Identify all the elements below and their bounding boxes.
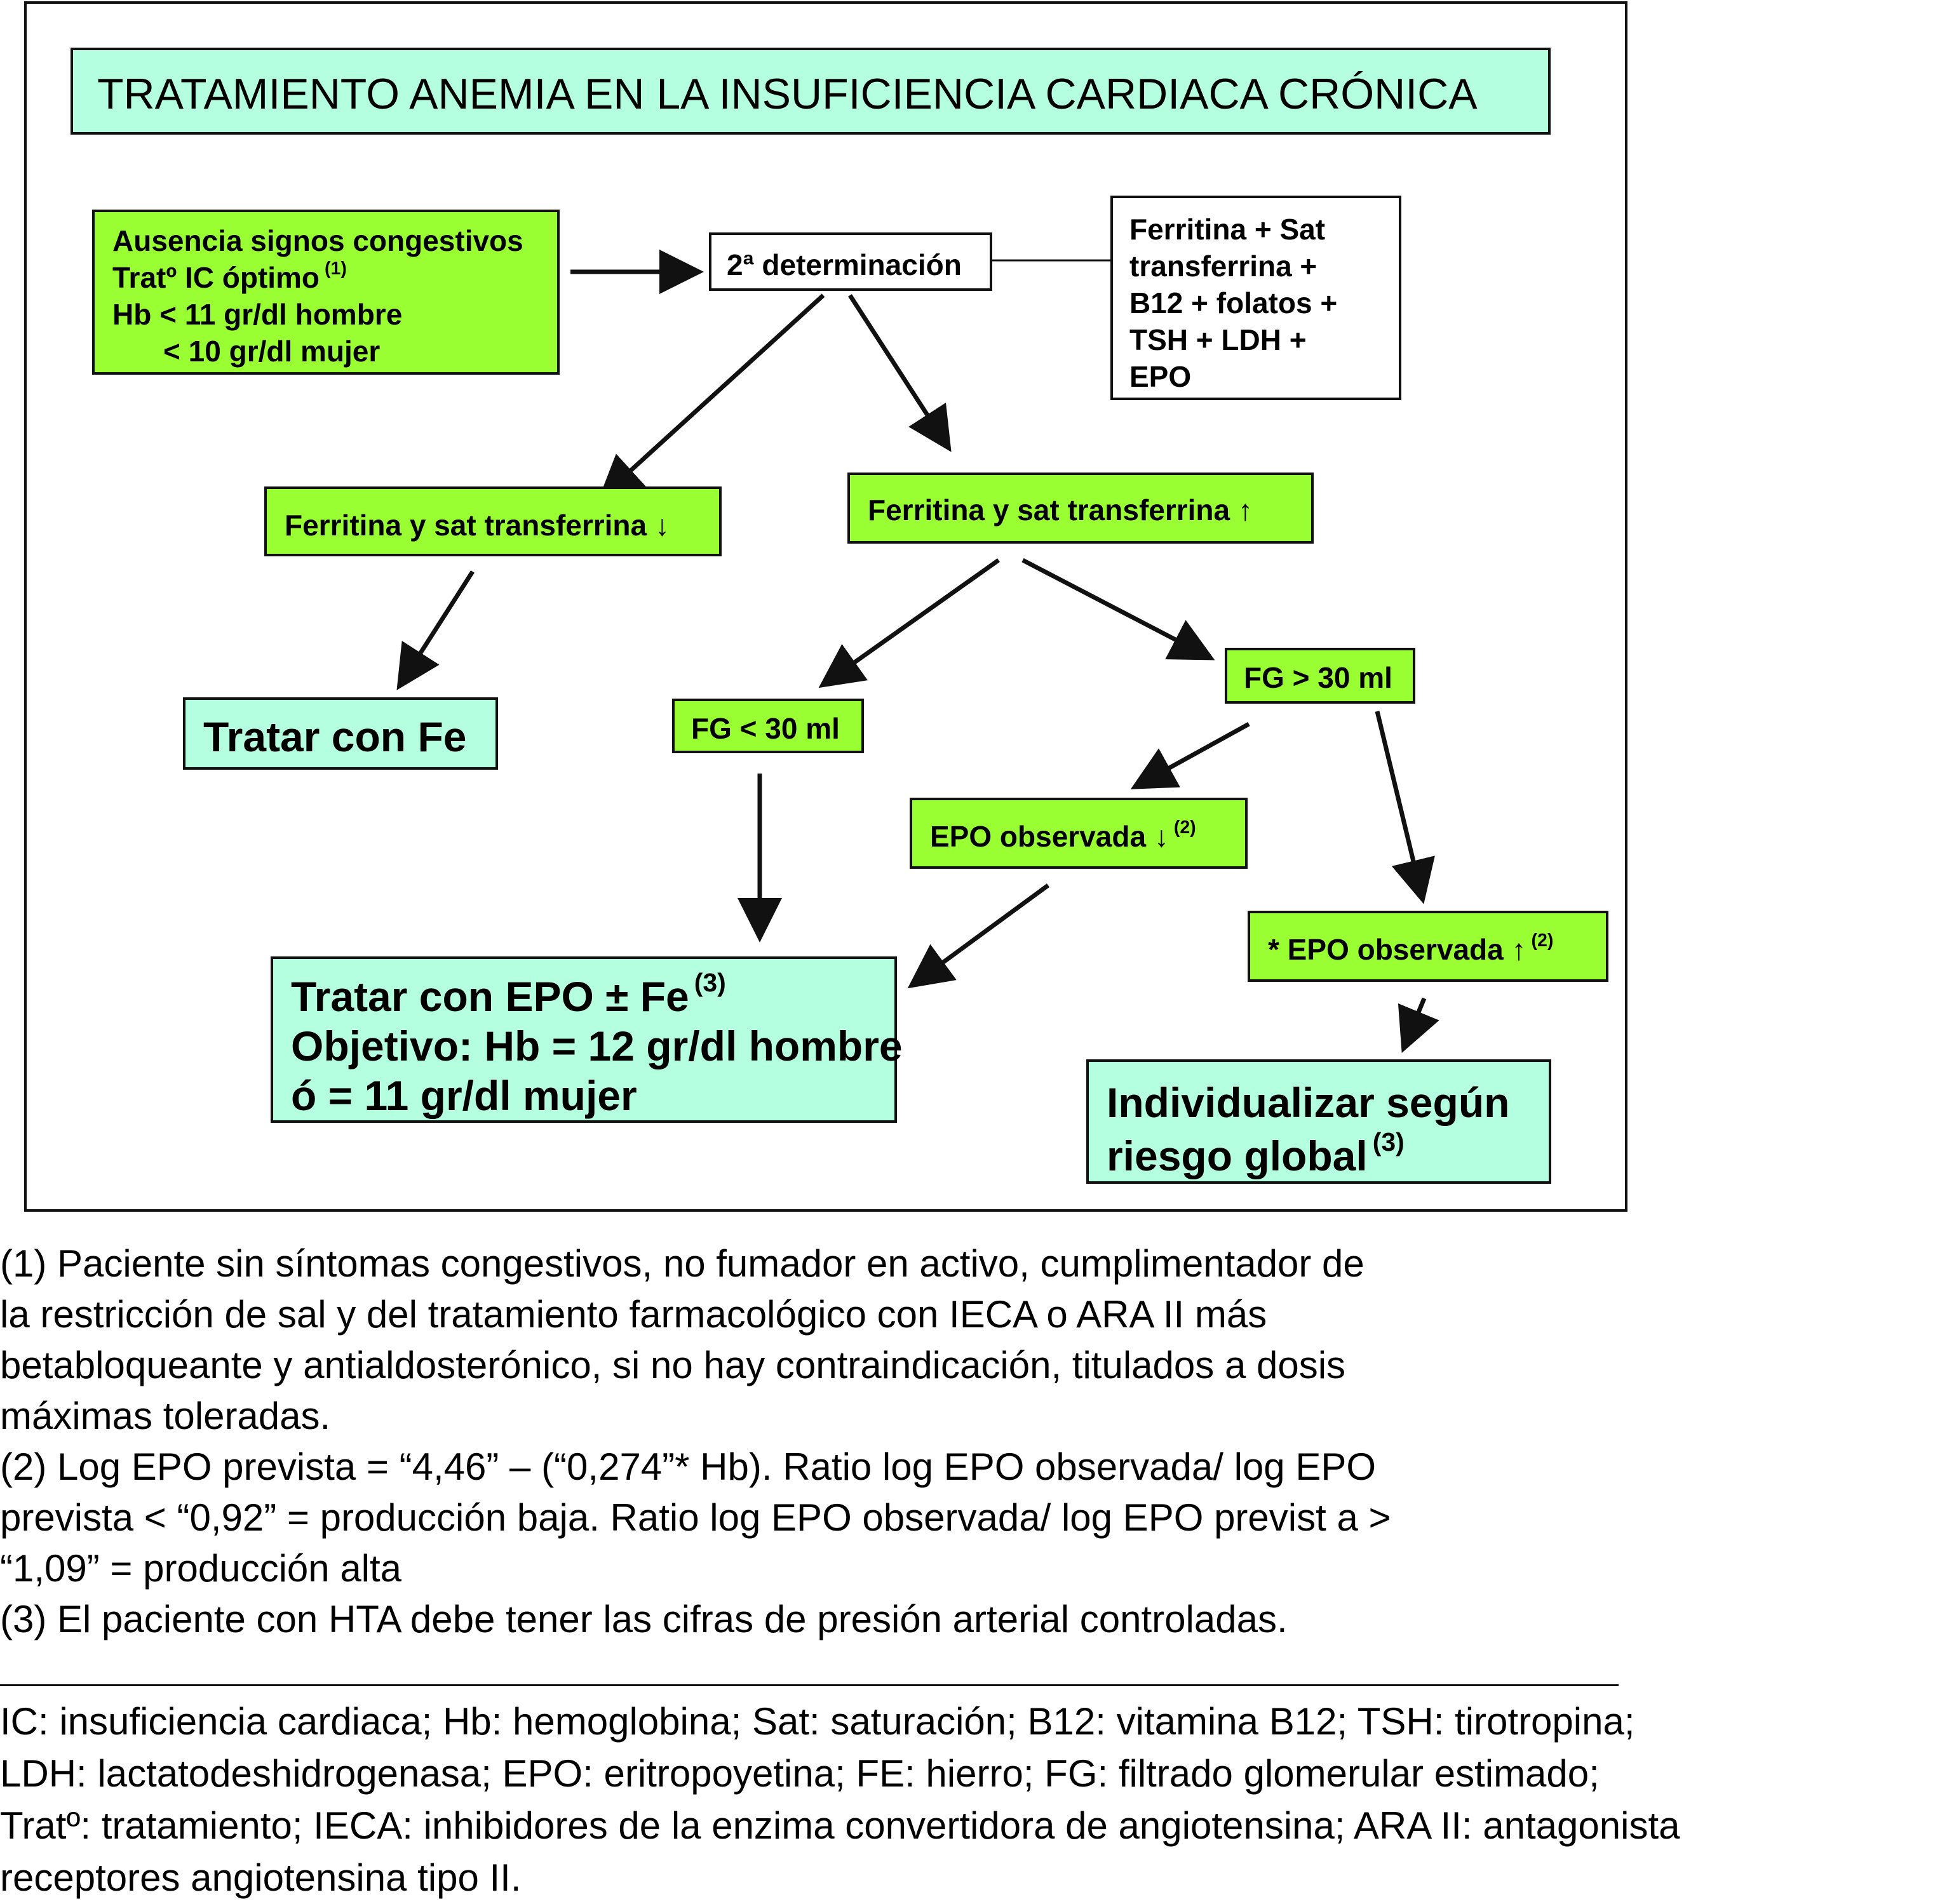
node-ferritina-low: Ferritina y sat transferrina ↓	[264, 486, 722, 556]
footnote-line: (3) El paciente con HTA debe tener las c…	[0, 1598, 1288, 1640]
title-box: TRATAMIENTO ANEMIA EN LA INSUFICIENCIA C…	[71, 48, 1551, 135]
second-label: 2ª determinación	[727, 248, 962, 281]
node-treat-epo: Tratar con EPO ± Fe(3) Objetivo: Hb = 12…	[271, 956, 903, 1123]
epo-high-line: * EPO observada ↑(2)	[1268, 930, 1606, 967]
start-line-1: Ausencia signos congestivos	[112, 224, 523, 257]
node-tests: Ferritina + Sat transferrina + B12 + fol…	[1110, 196, 1401, 400]
treat-epo-ref: (3)	[694, 968, 726, 998]
tests-line-2: transferrina +	[1129, 250, 1317, 283]
treat-epo-line-2: Objetivo: Hb = 12 gr/dl hombre	[291, 1022, 903, 1069]
individualize-line-1: Individualizar según	[1107, 1079, 1510, 1126]
footnotes: (1) Paciente sin síntomas congestivos, n…	[0, 1238, 1954, 1645]
individualize-ref: (3)	[1372, 1127, 1405, 1157]
epo-low-ref: (2)	[1173, 817, 1196, 838]
abbreviation-line: Tratº: tratamiento; IECA: inhibidores de…	[0, 1804, 1680, 1847]
start-line-4: < 10 gr/dl mujer	[163, 335, 381, 368]
abbreviations: IC: insuficiencia cardiaca; Hb: hemoglob…	[0, 1696, 1954, 1904]
treat-fe-label: Tratar con Fe	[203, 713, 467, 760]
abbreviation-line: receptores angiotensina tipo II.	[0, 1856, 522, 1899]
footnote-line: máximas toleradas.	[0, 1395, 331, 1437]
node-fg-low: FG < 30 ml	[672, 699, 864, 753]
treat-epo-line-1: Tratar con EPO ± Fe(3)	[291, 968, 726, 1020]
ferritina-low-label: Ferritina y sat transferrina ↓	[285, 509, 670, 542]
footnote-line: (2) Log EPO prevista = “4,46” – (“0,274”…	[0, 1445, 1377, 1488]
abbreviation-line: IC: insuficiencia cardiaca; Hb: hemoglob…	[0, 1700, 1635, 1743]
tests-line-1: Ferritina + Sat	[1129, 213, 1326, 246]
footnote-line: prevista < “0,92” = producción baja. Rat…	[0, 1496, 1391, 1539]
footnote-line: betabloqueante y antialdosterónico, si n…	[0, 1344, 1346, 1386]
node-epo-high: * EPO observada ↑(2)	[1248, 911, 1608, 982]
start-line-3: Hb < 11 gr/dl hombre	[112, 298, 403, 331]
node-treat-fe: Tratar con Fe	[183, 697, 498, 770]
tests-line-4: TSH + LDH +	[1129, 323, 1307, 356]
node-fg-high: FG > 30 ml	[1225, 648, 1415, 704]
start-line-2: Tratº IC óptimo(1)	[112, 258, 347, 294]
start-ref: (1)	[325, 258, 347, 279]
epo-low-label: EPO observada ↓	[930, 820, 1169, 853]
footnote-line: la restricción de sal y del tratamiento …	[0, 1293, 1267, 1336]
footnote-line: “1,09” = producción alta	[0, 1547, 402, 1590]
tests-line-5: EPO	[1129, 360, 1192, 393]
treat-epo-line-3: ó = 11 gr/dl mujer	[291, 1072, 637, 1119]
epo-low-line: EPO observada ↓(2)	[930, 817, 1245, 854]
individualize-line-2: riesgo global(3)	[1107, 1127, 1405, 1179]
node-individualize: Individualizar según riesgo global(3)	[1086, 1059, 1551, 1184]
tests-line-3: B12 + folatos +	[1129, 286, 1338, 319]
diagram-title: TRATAMIENTO ANEMIA EN LA INSUFICIENCIA C…	[97, 70, 1478, 118]
node-ferritina-high: Ferritina y sat transferrina ↑	[847, 473, 1314, 544]
footnote-line: (1) Paciente sin síntomas congestivos, n…	[0, 1242, 1364, 1285]
abbreviation-line: LDH: lactatodeshidrogenasa; EPO: eritrop…	[0, 1752, 1600, 1795]
node-second-determination: 2ª determinación	[709, 232, 992, 291]
fg-high-label: FG > 30 ml	[1244, 661, 1392, 694]
divider	[0, 1684, 1619, 1686]
node-epo-low: EPO observada ↓(2)	[910, 798, 1248, 869]
fg-low-label: FG < 30 ml	[691, 712, 840, 745]
node-start: Ausencia signos congestivos Tratº IC ópt…	[92, 210, 560, 375]
epo-high-label: * EPO observada ↑	[1268, 933, 1526, 966]
epo-high-ref: (2)	[1531, 930, 1554, 951]
ferritina-high-label: Ferritina y sat transferrina ↑	[868, 493, 1253, 526]
